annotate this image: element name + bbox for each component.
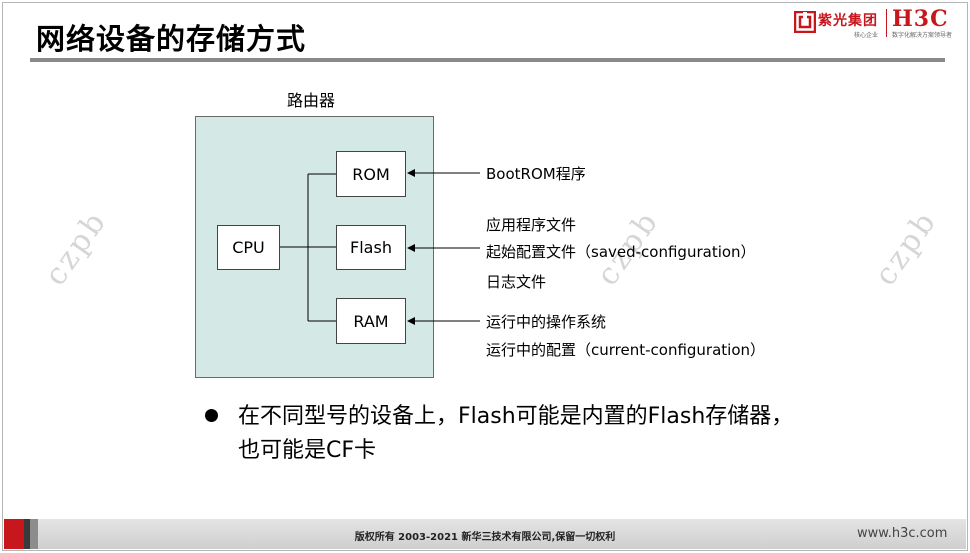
cpu-box: CPU	[217, 225, 280, 270]
unisplendour-mark-icon	[794, 11, 816, 33]
bullet-text: 在不同型号的设备上，Flash可能是内置的Flash存储器，也可能是CF卡	[238, 404, 794, 463]
flash-annotation: 应用程序文件	[486, 216, 577, 234]
footer-accent-grey	[30, 519, 38, 549]
ram-annotation: 运行中的配置（current-configuration）	[486, 341, 766, 359]
h3c-wordmark: H3C	[892, 6, 949, 32]
footer-accent-dark	[24, 519, 30, 549]
h3c-logo: H3C 数字化解决方案领导者	[890, 6, 960, 40]
flash-annotation: 起始配置文件（saved-configuration）	[486, 243, 756, 261]
flash-box: Flash	[336, 225, 406, 270]
unisplendour-logo: 紫光集团 核心企业	[794, 8, 886, 42]
title-divider	[30, 58, 945, 62]
router-label: 路由器	[287, 91, 336, 110]
footer-bar	[4, 519, 966, 549]
ram-box: RAM	[336, 298, 406, 344]
flash-annotation: 日志文件	[486, 273, 547, 291]
footer-accent-red	[4, 519, 24, 549]
footer-website: www.h3c.com	[857, 526, 948, 541]
logo-separator	[886, 9, 887, 37]
ram-annotation: 运行中的操作系统	[486, 313, 607, 331]
page-title: 网络设备的存储方式	[36, 22, 307, 56]
rom-box: ROM	[336, 151, 406, 197]
footer-copyright: 版权所有 2003-2021 新华三技术有限公司,保留一切权利	[354, 532, 616, 543]
unisplendour-subtitle: 核心企业	[854, 32, 879, 39]
bullet-icon	[205, 409, 218, 422]
unisplendour-name: 紫光集团	[818, 13, 878, 29]
rom-annotation: BootROM程序	[486, 165, 586, 183]
h3c-slogan: 数字化解决方案领导者	[892, 32, 953, 39]
